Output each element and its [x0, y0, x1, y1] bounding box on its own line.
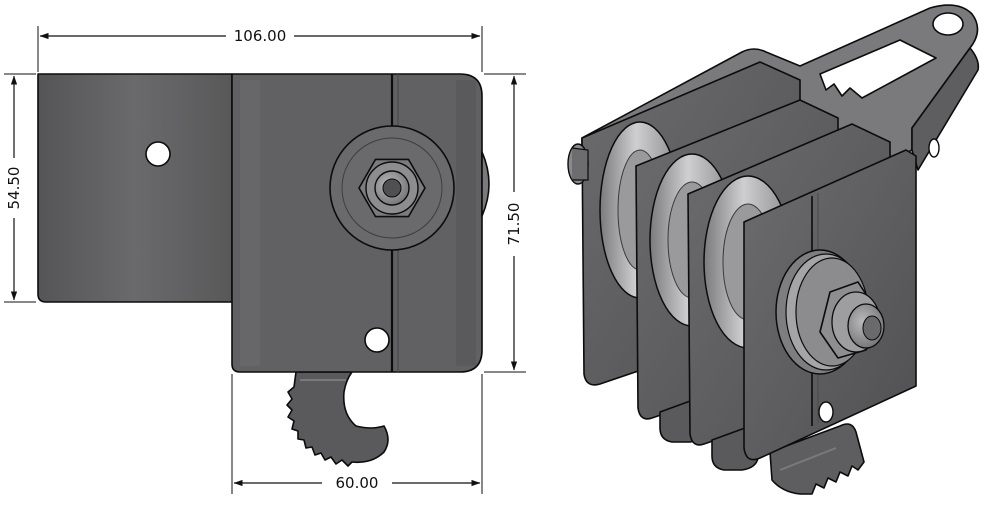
isometric-view	[567, 4, 980, 495]
front-view	[37, 73, 490, 467]
mounting-hole	[364, 327, 390, 353]
ratchet-hook-iso	[769, 423, 865, 495]
dimension-label: 71.50	[505, 203, 523, 246]
dimension-label: 60.00	[336, 474, 379, 492]
ratchet-hook	[286, 371, 389, 467]
mounting-hole	[818, 401, 834, 423]
dimension-lower-width: 60.00	[231, 374, 483, 494]
axle-bolt-front	[329, 125, 455, 251]
dimension-right-height: 71.50	[484, 73, 526, 373]
dimension-left-height: 54.50	[4, 73, 36, 303]
dimension-label: 54.50	[5, 167, 23, 210]
dimension-overall-width: 106.00	[37, 26, 483, 72]
mounting-hole	[145, 141, 171, 167]
axle-bolt-front-iso	[775, 249, 885, 375]
dimension-label: 106.00	[234, 27, 287, 45]
axle-bolt-back	[567, 143, 589, 185]
left-body-block	[37, 73, 233, 303]
